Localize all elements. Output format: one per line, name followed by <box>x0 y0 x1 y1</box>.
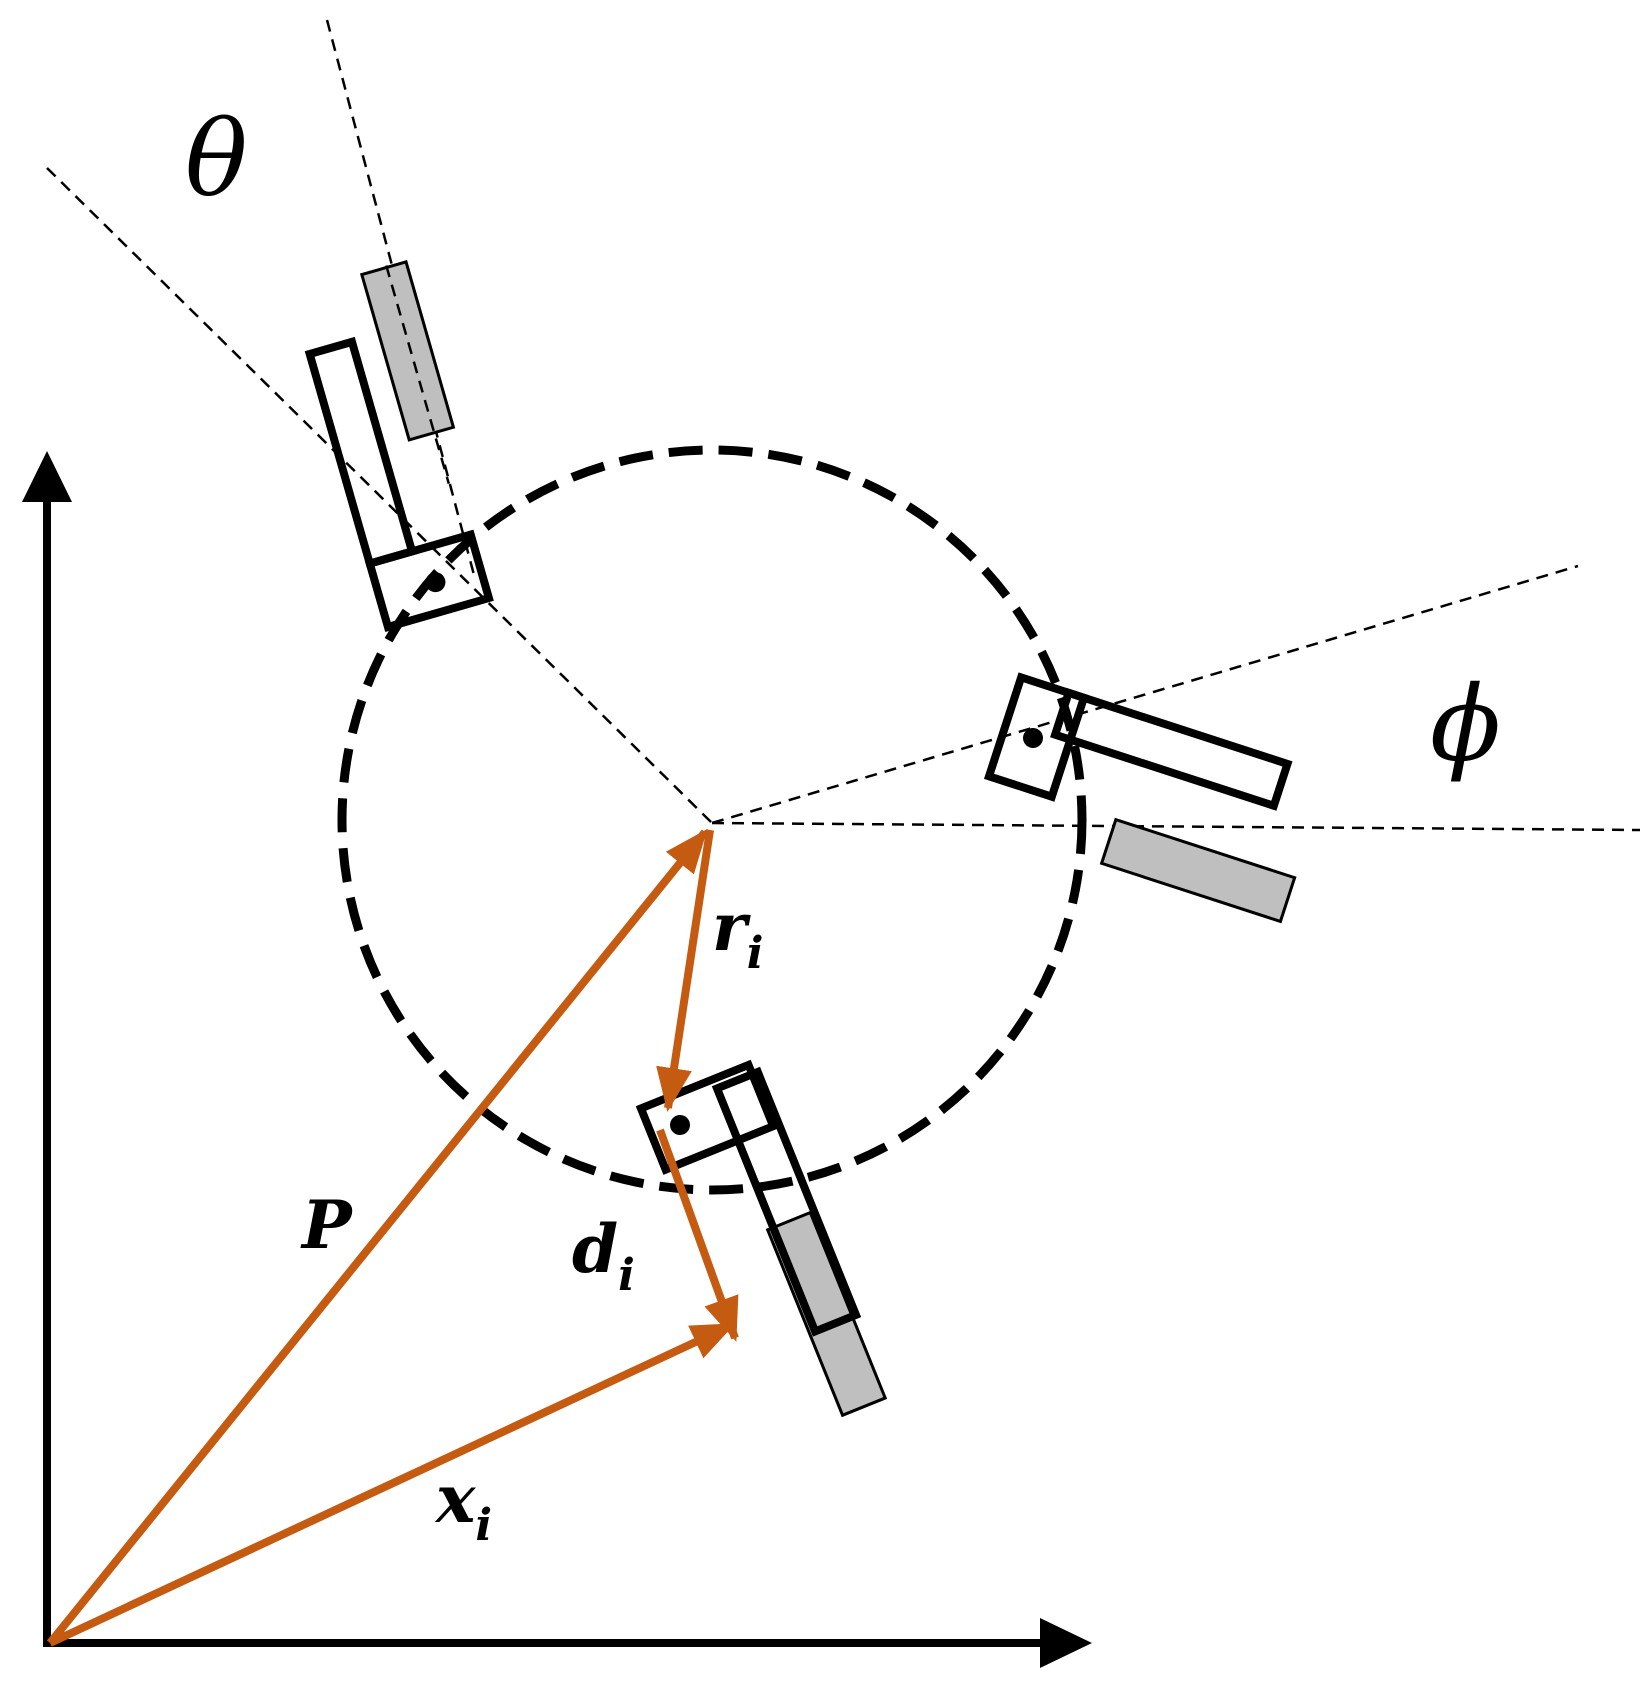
tool-top-left <box>304 260 494 632</box>
tool-right <box>983 672 1297 924</box>
x-i-label: xi <box>434 1460 492 1551</box>
gripper-joint <box>983 672 1089 802</box>
vector-P <box>46 828 709 1646</box>
vector-x-i <box>48 1321 736 1647</box>
r-i-label: ri <box>712 888 764 979</box>
tool-bottom <box>635 1059 888 1418</box>
vectors <box>46 828 739 1647</box>
x-axis-arrowhead <box>1040 1618 1092 1668</box>
theta-reference-line <box>46 167 713 824</box>
joint-pivot <box>670 1115 690 1135</box>
vector-r-i <box>656 829 714 1112</box>
reference-lines <box>46 19 1641 832</box>
phi-reference-line <box>711 821 1641 832</box>
P-label: P <box>300 1186 354 1264</box>
labels: θ ϕ ri P di xi <box>185 98 1501 1551</box>
y-axis-arrowhead <box>22 451 72 502</box>
phi-tool-axis-line <box>711 564 1579 825</box>
gripper-joint <box>364 529 494 632</box>
gripper-arm <box>711 1066 862 1337</box>
workspace-circle <box>337 445 1087 1195</box>
phi-label: ϕ <box>1430 663 1501 785</box>
tool-blade <box>1099 817 1297 924</box>
theta-label: θ <box>185 98 248 220</box>
joint-pivot <box>425 572 446 593</box>
coordinate-axes <box>22 451 1092 1668</box>
joint-pivot <box>1023 728 1043 748</box>
d-i-label: di <box>572 1210 635 1301</box>
gripper-joint <box>635 1059 779 1175</box>
vector-d-i <box>656 1128 739 1342</box>
gripper-arm <box>1050 687 1293 811</box>
tool-blade <box>359 260 456 442</box>
